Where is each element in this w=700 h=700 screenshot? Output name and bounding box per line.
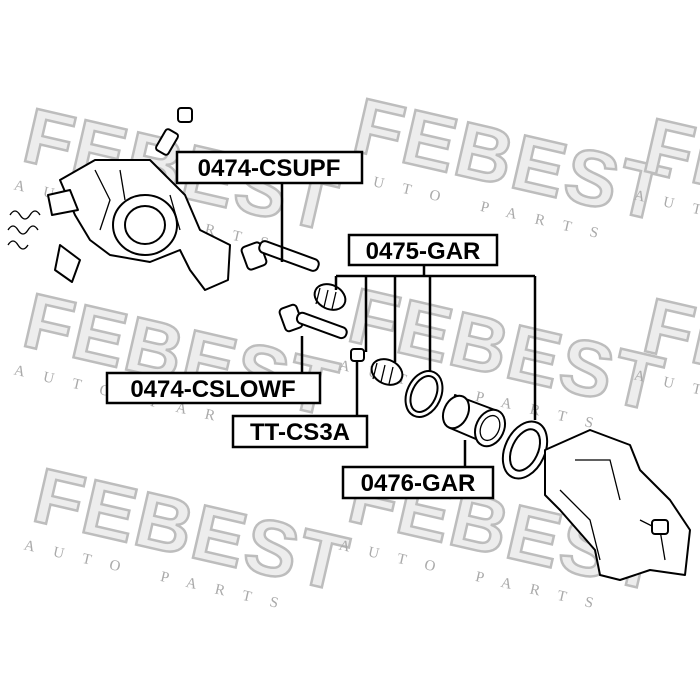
- caliper-body: [7, 159, 231, 291]
- watermark: FEBEST AUTO PARTS: [22, 450, 358, 616]
- bleeder-screw: [155, 107, 193, 156]
- label-0474-cslowf: 0474-CSLOWF: [105, 371, 322, 405]
- label-0476-gar: 0476-GAR: [341, 465, 495, 500]
- label-0474-csupf: 0474-CSUPF: [175, 150, 364, 185]
- label-tt-cs3a: TT-CS3A: [231, 414, 369, 449]
- bushing: [350, 348, 365, 362]
- lower-boot: [370, 358, 404, 386]
- lower-guide-pin: [278, 303, 348, 340]
- dust-boot: [501, 420, 549, 480]
- piston: [441, 394, 507, 448]
- svg-text:0474-CSUPF: 0474-CSUPF: [198, 155, 341, 182]
- watermark: FEBEST AUTO PARTS: [632, 100, 700, 266]
- label-0475-gar: 0475-GAR: [347, 233, 499, 267]
- watermark: FEBEST AUTO PARTS: [342, 80, 678, 246]
- caliper-bracket: [544, 429, 691, 581]
- svg-text:TT-CS3A: TT-CS3A: [250, 419, 350, 446]
- upper-guide-pin: [240, 240, 320, 272]
- leader-lines: [280, 183, 537, 467]
- svg-text:0474-CSLOWF: 0474-CSLOWF: [130, 376, 295, 403]
- upper-boot: [313, 283, 347, 311]
- svg-text:0476-GAR: 0476-GAR: [361, 470, 476, 497]
- piston-seal: [404, 370, 444, 418]
- svg-text:0475-GAR: 0475-GAR: [366, 238, 481, 265]
- watermark: FEBEST AUTO PARTS: [632, 280, 700, 446]
